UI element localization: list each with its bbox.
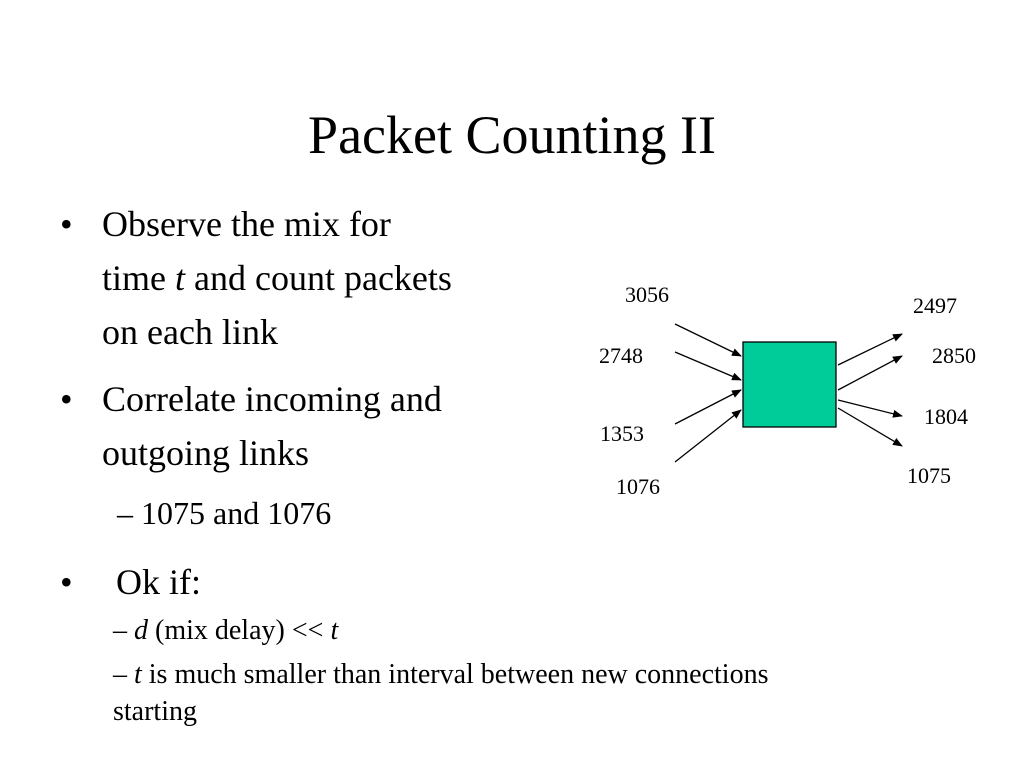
dash: – xyxy=(113,659,134,690)
dash: – xyxy=(113,615,134,646)
interval-text: is much smaller than interval between ne… xyxy=(141,659,769,690)
incoming-arrow xyxy=(674,389,742,425)
outgoing-arrow xyxy=(837,399,903,418)
outgoing-count-label: 2850 xyxy=(932,343,976,368)
outgoing-arrow xyxy=(837,407,903,447)
bullet-line-part: and count packets xyxy=(185,258,452,298)
outgoing-count-label: 1804 xyxy=(924,404,968,429)
bullet-ok-if: • Ok if: xyxy=(60,555,360,609)
bullet-line: outgoing links xyxy=(102,433,310,473)
outgoing-count-label: 2497 xyxy=(913,293,957,318)
bullet-correlate: • Correlate incoming and outgoing links xyxy=(60,372,560,480)
sub-bullet-pair: – 1075 and 1076 xyxy=(117,495,332,531)
bullet-text: Correlate incoming and outgoing links xyxy=(102,372,442,480)
incoming-arrow xyxy=(674,409,742,463)
delay-text: (mix delay) << xyxy=(148,615,331,646)
incoming-count-label: 1076 xyxy=(616,474,660,499)
bullet-line: on each link xyxy=(102,312,278,352)
slide-title: Packet Counting II xyxy=(308,105,716,165)
bullet-line: time t and count packets xyxy=(102,251,452,305)
mix-diagram-svg xyxy=(674,323,903,463)
outgoing-count-label: 1075 xyxy=(907,463,951,488)
bullet-observe: • Observe the mix for time t and count p… xyxy=(60,197,560,359)
sub-bullet-delay: – d (mix delay) << t xyxy=(113,613,338,649)
delay-variable: d xyxy=(134,615,148,646)
bullet-dot: • xyxy=(60,379,73,419)
sub-bullet-interval: – t is much smaller than interval betwee… xyxy=(113,657,768,693)
bullet-line: Observe the mix for xyxy=(102,204,391,244)
outgoing-arrow xyxy=(837,333,903,366)
time-variable: t xyxy=(134,659,142,690)
outgoing-arrow xyxy=(837,355,903,391)
sub-bullet-interval-cont: starting xyxy=(113,696,197,727)
bullet-text: Observe the mix for time t and count pac… xyxy=(102,197,452,359)
incoming-count-label: 2748 xyxy=(599,343,643,368)
time-variable: t xyxy=(330,615,339,646)
bullet-dot: • xyxy=(60,204,73,244)
incoming-arrow xyxy=(674,351,742,381)
bullet-line-part: time xyxy=(102,258,175,298)
incoming-count-label: 1353 xyxy=(600,421,644,446)
time-variable: t xyxy=(174,258,185,298)
bullet-text: Ok if: xyxy=(116,562,201,602)
incoming-count-label: 3056 xyxy=(625,282,669,307)
incoming-arrow xyxy=(674,323,742,357)
mix-box xyxy=(742,341,837,428)
bullet-dot: • xyxy=(60,562,73,602)
mix-diagram: 3056 2748 1353 1076 2497 2850 1804 1075 xyxy=(580,270,1020,510)
bullet-line: Correlate incoming and xyxy=(102,379,442,419)
